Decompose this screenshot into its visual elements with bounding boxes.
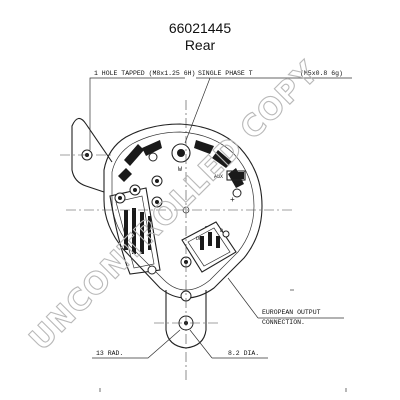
terminal-mark-d: D xyxy=(220,228,223,234)
diameter-callout: 8.2 DIA. xyxy=(228,350,259,357)
terminal-mark-w: W xyxy=(178,166,182,173)
leader-single-phase xyxy=(184,77,352,144)
leader-hole-tapped xyxy=(89,77,185,150)
terminal-mark-minus: - xyxy=(204,223,208,230)
top-bolt xyxy=(148,152,158,162)
mounting-ear xyxy=(71,117,113,193)
rectifier-pack xyxy=(109,184,161,275)
hole-tapped-callout: 1 HOLE TAPPED (M8x1.25 6H) xyxy=(94,70,195,77)
view-label: Rear xyxy=(184,37,216,53)
aux-terminal xyxy=(226,170,246,181)
leader-radius xyxy=(92,329,181,359)
european-output-callout-line2: CONNECTION. xyxy=(262,319,305,326)
terminal-mark-aux: AUX xyxy=(214,174,223,180)
vent-slots xyxy=(118,140,244,188)
single-phase-thread-callout: (M5x0.8 6g) xyxy=(300,70,343,77)
radius-callout: 13 RAD. xyxy=(96,350,123,357)
housing-inner-rim xyxy=(111,131,255,291)
leader-european-output xyxy=(227,277,344,319)
terminal-mark-df: DF xyxy=(196,236,202,242)
leader-diameter xyxy=(189,329,268,359)
european-output-connector xyxy=(180,221,237,273)
single-phase-callout: SINGLE PHASE T xyxy=(198,70,253,77)
housing-outline xyxy=(103,123,263,299)
w-terminal xyxy=(171,143,191,163)
part-number-title: 66021445 xyxy=(168,20,232,36)
terminal-mark-plus: + xyxy=(230,196,235,205)
european-output-callout: EUROPEAN OUTPUT xyxy=(262,309,321,316)
